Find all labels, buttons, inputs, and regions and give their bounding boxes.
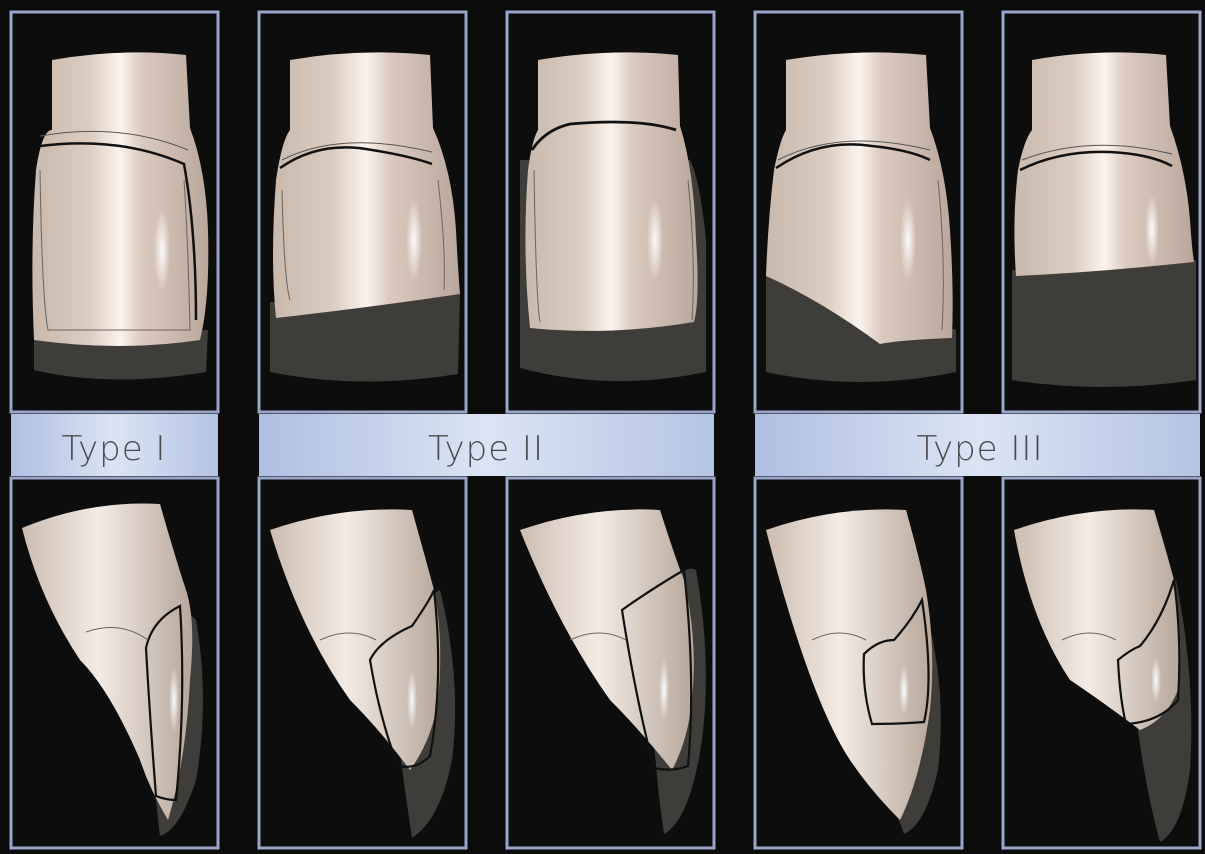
panel-bottom-3 xyxy=(507,478,714,848)
panel-top-2 xyxy=(259,12,466,412)
panel-bottom-5 xyxy=(1003,478,1200,848)
highlight xyxy=(1145,194,1159,266)
tooth-labial xyxy=(525,52,697,330)
panel-bottom-2 xyxy=(259,478,466,848)
highlight xyxy=(659,658,669,722)
highlight xyxy=(899,664,909,716)
highlight xyxy=(169,666,179,734)
label-band-type-3: Type III xyxy=(755,414,1200,476)
panel-top-5 xyxy=(1003,12,1200,412)
highlight xyxy=(154,208,170,292)
highlight xyxy=(900,198,916,282)
highlight xyxy=(407,670,417,730)
tooth-shadow xyxy=(1012,260,1196,387)
type-1-label: Type I xyxy=(62,429,167,469)
label-band-type-1: Type I xyxy=(11,414,218,476)
tooth-labial xyxy=(32,52,208,346)
panel-top-4 xyxy=(755,12,962,412)
highlight xyxy=(647,198,663,282)
type-3-label: Type III xyxy=(917,429,1044,469)
label-band-type-2: Type II xyxy=(259,414,714,476)
highlight xyxy=(1151,656,1161,704)
highlight xyxy=(406,198,422,282)
type-2-label: Type II xyxy=(428,429,544,469)
panel-top-3 xyxy=(507,12,714,412)
panel-bottom-4 xyxy=(755,478,962,848)
panel-top-1 xyxy=(11,12,218,412)
panel-bottom-1 xyxy=(11,478,218,848)
